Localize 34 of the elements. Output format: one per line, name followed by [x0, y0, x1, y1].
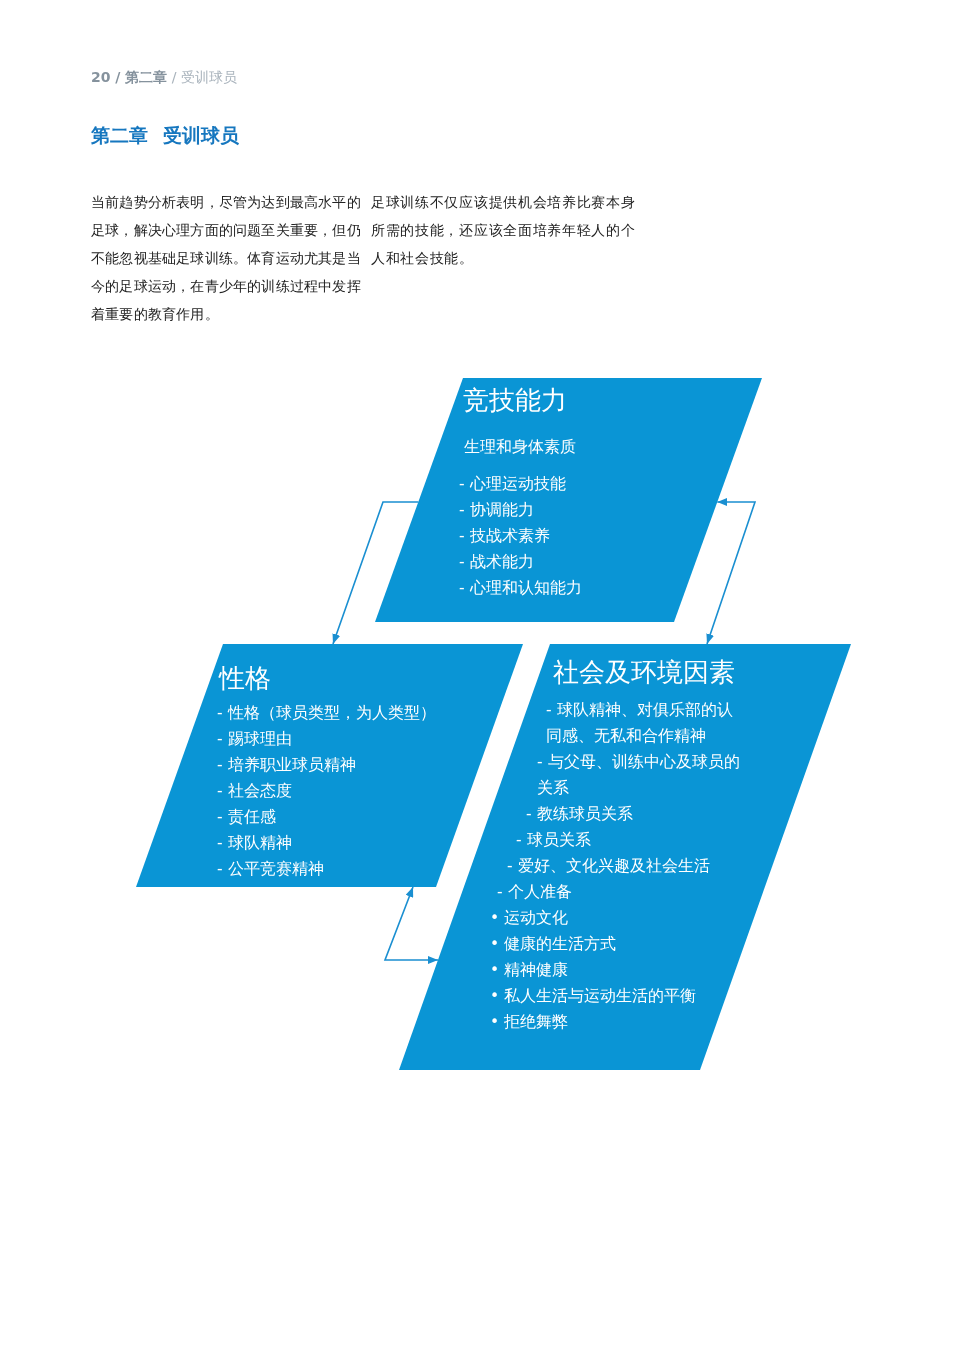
chapter-title: 第二章 受训球员: [91, 123, 239, 148]
panel-heading: 社会及环境因素: [553, 656, 735, 688]
arrow: [332, 501, 420, 645]
panel-subheading: 生理和身体素质: [464, 437, 576, 458]
list-item: • 私人生活与运动生活的平衡: [490, 986, 697, 1007]
running-header: 20 / 第二章 / 受训球员: [91, 68, 237, 86]
list-item: - 心理运动技能: [459, 474, 566, 495]
list-item: - 爱好、文化兴趣及社会生活: [507, 856, 710, 877]
list-item: • 拒绝舞弊: [490, 1012, 569, 1033]
list-item: - 心理和认知能力: [459, 578, 582, 599]
list-item: - 技战术素养: [459, 526, 550, 547]
list-item: - 教练球员关系: [526, 804, 633, 825]
double-arrow: [383, 886, 439, 964]
panel-heading: 性格: [219, 662, 271, 694]
list-item: - 协调能力: [459, 500, 534, 521]
list-item: - 战术能力: [459, 552, 534, 573]
list-item: - 社会态度: [217, 781, 292, 802]
list-item: - 踢球理由: [217, 729, 292, 750]
list-item: • 健康的生活方式: [490, 934, 617, 955]
body-paragraph: 当前趋势分析表明，尽管为达到最高水平的足球，解决心理方面的问题至关重要，但仍不能忽视基础足球训练。体育运动尤其是当今的足球运动，在青少年的训练过程中发挥着重要的教育作用。: [91, 193, 362, 324]
list-item: - 责任感: [217, 807, 276, 828]
list-item: - 培养职业球员精神: [217, 755, 356, 776]
list-item: - 公平竞赛精神: [217, 859, 324, 880]
list-item: - 性格（球员类型，为人类型）: [217, 703, 436, 724]
body-paragraph: 足球训练不仅应该提供机会培养比赛本身所需的技能，还应该全面培养年轻人的个人和社会技能。: [371, 193, 637, 268]
list-item: • 运动文化: [490, 908, 569, 929]
list-item: - 球队精神、对俱乐部的认同感、无私和合作精神: [546, 700, 734, 747]
list-item: - 个人准备: [497, 882, 572, 903]
double-arrow: [706, 498, 757, 645]
list-item: - 与父母、训练中心及球员的关系: [537, 752, 740, 799]
list-item: - 球员关系: [516, 830, 591, 851]
panel-heading: 竞技能力: [463, 384, 567, 416]
list-item: • 精神健康: [490, 960, 569, 981]
list-item: - 球队精神: [217, 833, 292, 854]
